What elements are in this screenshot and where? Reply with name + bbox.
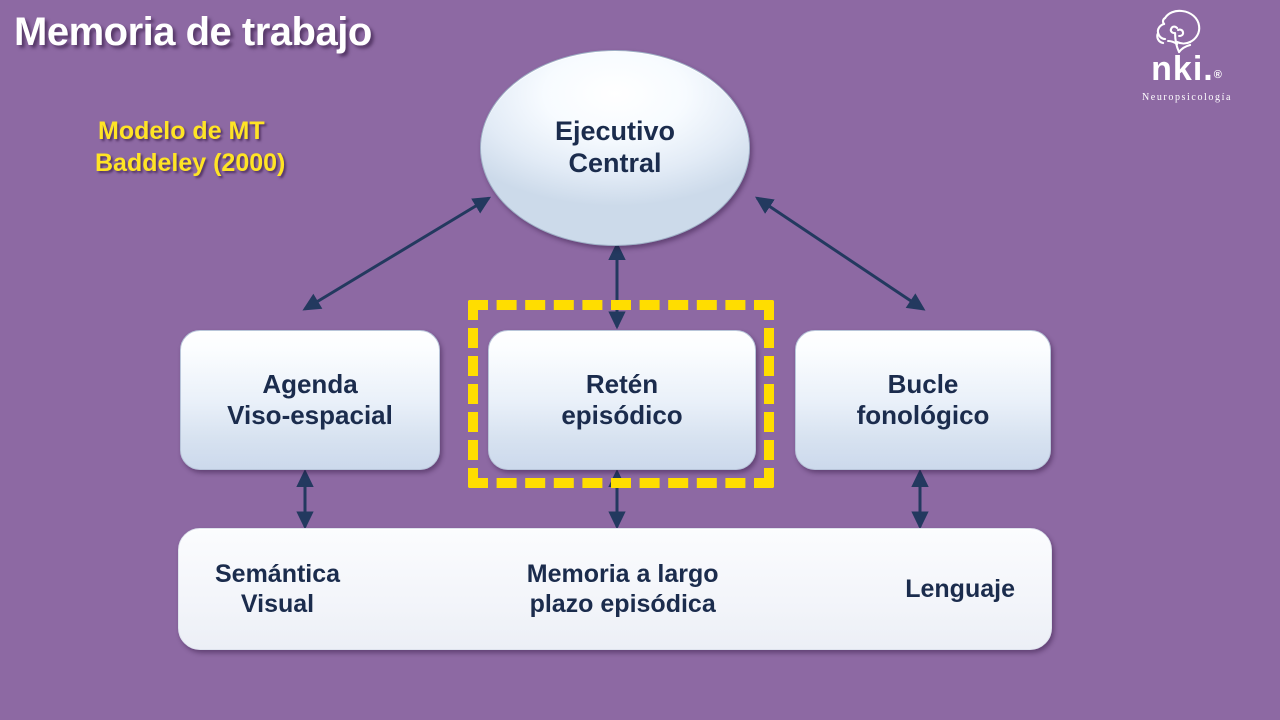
node-ejecutivo-central-line-1: Ejecutivo bbox=[554, 116, 676, 147]
node-agenda-line-1: Agenda bbox=[262, 369, 358, 400]
node-bucle-line-2: fonológico bbox=[856, 400, 990, 430]
node-memoria-largo-plazo-container[interactable]: Semántica Visual Memoria a largo plazo e… bbox=[178, 528, 1052, 650]
logo-wordmark-text: nki bbox=[1151, 50, 1204, 88]
subtitle-line-1: Modelo de MT bbox=[98, 117, 265, 145]
node-ejecutivo-central-label: Ejecutivo Central bbox=[555, 116, 675, 180]
subtitle-line-2: Baddeley (2000) bbox=[95, 148, 286, 177]
node-lenguaje-line-1: Lenguaje bbox=[905, 575, 1015, 603]
node-bucle-fonologico-label: Bucle fonológico bbox=[857, 369, 990, 430]
node-ejecutivo-central-line-2: Central bbox=[568, 148, 662, 178]
node-agenda-line-2: Viso-espacial bbox=[227, 400, 393, 430]
slide-subtitle: Modelo de MT Baddeley (2000) bbox=[95, 116, 286, 179]
logo-tagline: Neuropsicología bbox=[1141, 92, 1233, 103]
node-bucle-line-1: Bucle bbox=[887, 369, 959, 400]
logo-wordmark: nki.® bbox=[1102, 52, 1272, 86]
registered-icon: ® bbox=[1213, 69, 1223, 81]
logo-wordmark-dot: . bbox=[1203, 50, 1214, 88]
page-title: Memoria de trabajo bbox=[14, 10, 372, 54]
node-agenda-viso-espacial[interactable]: Agenda Viso-espacial bbox=[180, 330, 440, 470]
bottom-row: Semántica Visual Memoria a largo plazo e… bbox=[179, 529, 1051, 649]
node-reten-line-2: episódico bbox=[561, 400, 683, 430]
node-lenguaje: Lenguaje bbox=[905, 574, 1015, 604]
node-semantica-line-1: Semántica bbox=[215, 560, 341, 588]
node-reten-episodico[interactable]: Retén episódico bbox=[488, 330, 756, 470]
tree-brain-icon bbox=[1144, 6, 1218, 67]
connector-agenda-central bbox=[302, 196, 492, 311]
connector-bucle-central bbox=[755, 196, 926, 311]
node-ejecutivo-central[interactable]: Ejecutivo Central bbox=[480, 50, 750, 246]
node-semantica-line-2: Visual bbox=[240, 590, 315, 618]
brand-logo: nki.® Neuropsicología bbox=[1102, 6, 1272, 110]
node-mlp-line-1: Memoria a largo bbox=[526, 560, 719, 588]
node-reten-episodico-label: Retén episódico bbox=[561, 369, 682, 430]
node-agenda-viso-espacial-label: Agenda Viso-espacial bbox=[227, 369, 393, 430]
node-memoria-largo-plazo-episodica: Memoria a largo plazo episódica bbox=[527, 559, 719, 619]
node-bucle-fonologico[interactable]: Bucle fonológico bbox=[795, 330, 1051, 470]
node-reten-line-1: Retén bbox=[585, 369, 659, 400]
node-semantica-visual: Semántica Visual bbox=[215, 559, 340, 619]
node-mlp-line-2: plazo episódica bbox=[529, 590, 716, 618]
